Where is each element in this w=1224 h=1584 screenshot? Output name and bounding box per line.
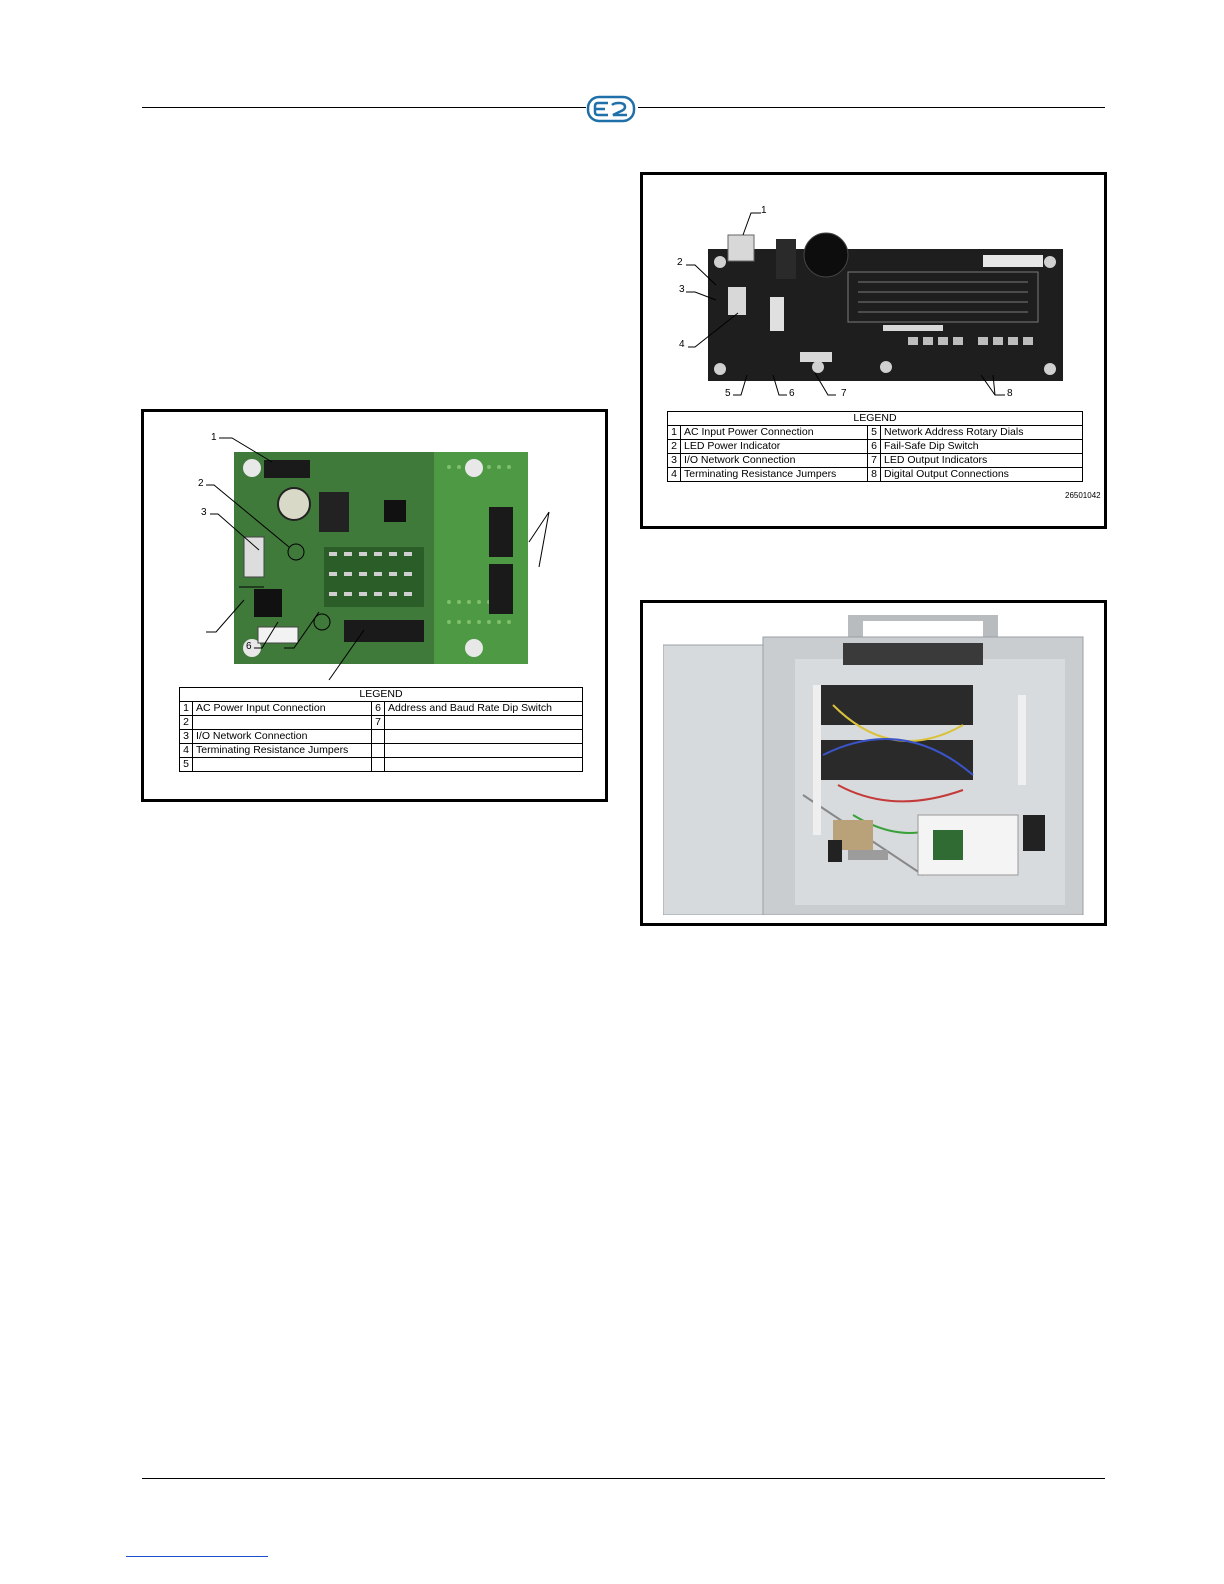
callout-3: 3: [679, 284, 685, 295]
legend-row: 3 I/O Network Connection 7 LED Output In…: [667, 453, 1083, 468]
legend-num: 1: [179, 701, 193, 716]
legend-num: 6: [867, 439, 881, 454]
legend-text: AC Power Input Connection: [192, 701, 372, 716]
legend-num: 3: [667, 453, 681, 468]
enclosure-photo: [663, 615, 1084, 915]
io-board-leader-lines: [206, 437, 550, 681]
figure-io-board: 1 2 3 6 LEGEND 1 AC Power Input Connecti…: [141, 409, 608, 802]
legend-row: 1 AC Power Input Connection 6 Address an…: [179, 701, 583, 716]
legend-row: 1 AC Input Power Connection 5 Network Ad…: [667, 425, 1083, 440]
legend-num: 8: [867, 467, 881, 482]
part-number: 26501042: [1065, 491, 1101, 500]
legend-num: 4: [667, 467, 681, 482]
legend-text: AC Input Power Connection: [680, 425, 868, 440]
callout-6: 6: [789, 388, 795, 399]
legend-num: 5: [179, 757, 193, 772]
legend-num: 7: [371, 715, 385, 730]
legend-num: 6: [371, 701, 385, 716]
legend-row: 3 I/O Network Connection: [179, 729, 583, 744]
legend-row: 2 7: [179, 715, 583, 730]
legend-num: [371, 729, 385, 744]
callout-4: 4: [679, 339, 685, 350]
digital-output-board-photo: [708, 232, 1063, 381]
legend-row: 4 Terminating Resistance Jumpers 8 Digit…: [667, 467, 1083, 482]
legend-num: 2: [667, 439, 681, 454]
legend-num: 7: [867, 453, 881, 468]
callout-3: 3: [201, 507, 207, 518]
callout-6: 6: [246, 641, 252, 652]
legend-row: 5: [179, 757, 583, 772]
legend-text: Address and Baud Rate Dip Switch: [384, 701, 583, 716]
legend-text: Digital Output Connections: [880, 467, 1083, 482]
callout-2: 2: [198, 478, 204, 489]
legend-num: 5: [867, 425, 881, 440]
legend-text: Terminating Resistance Jumpers: [192, 743, 372, 758]
legend-text: [384, 743, 583, 758]
legend-text: [384, 715, 583, 730]
callout-5: 5: [725, 388, 731, 399]
callout-8: 8: [1007, 388, 1013, 399]
io-board-photo: [234, 452, 528, 664]
legend-num: [371, 743, 385, 758]
callout-1: 1: [761, 205, 767, 216]
legend-num: 2: [179, 715, 193, 730]
legend-text: Network Address Rotary Dials: [880, 425, 1083, 440]
legend-text: [384, 757, 583, 772]
legend-text: I/O Network Connection: [192, 729, 372, 744]
callout-7: 7: [841, 388, 847, 399]
legend-title: LEGEND: [667, 411, 1083, 426]
legend-text: LED Output Indicators: [880, 453, 1083, 468]
legend-row: 2 LED Power Indicator 6 Fail-Safe Dip Sw…: [667, 439, 1083, 454]
legend-text: Fail-Safe Dip Switch: [880, 439, 1083, 454]
legend-num: 3: [179, 729, 193, 744]
digital-output-leader-lines: [686, 212, 1005, 396]
legend-text: [192, 715, 372, 730]
e2-logo: [586, 94, 638, 124]
legend-text: [384, 729, 583, 744]
legend-table-right: LEGEND 1 AC Input Power Connection 5 Net…: [667, 411, 1083, 482]
footer-link-underline[interactable]: [126, 1556, 268, 1557]
legend-row: 4 Terminating Resistance Jumpers: [179, 743, 583, 758]
legend-num: 4: [179, 743, 193, 758]
legend-num: 1: [667, 425, 681, 440]
legend-text: LED Power Indicator: [680, 439, 868, 454]
legend-title: LEGEND: [179, 687, 583, 702]
footer-rule: [142, 1478, 1105, 1479]
figure-digital-output-board: 1 2 3 4 5 6 7 8 LEGEND 1 AC Input Power …: [640, 172, 1107, 529]
legend-text: [192, 757, 372, 772]
legend-text: I/O Network Connection: [680, 453, 868, 468]
callout-1: 1: [211, 432, 217, 443]
legend-text: Terminating Resistance Jumpers: [680, 467, 868, 482]
legend-table-left: LEGEND 1 AC Power Input Connection 6 Add…: [179, 687, 583, 772]
legend-num: [371, 757, 385, 772]
callout-2: 2: [677, 257, 683, 268]
figure-enclosure: [640, 600, 1107, 926]
